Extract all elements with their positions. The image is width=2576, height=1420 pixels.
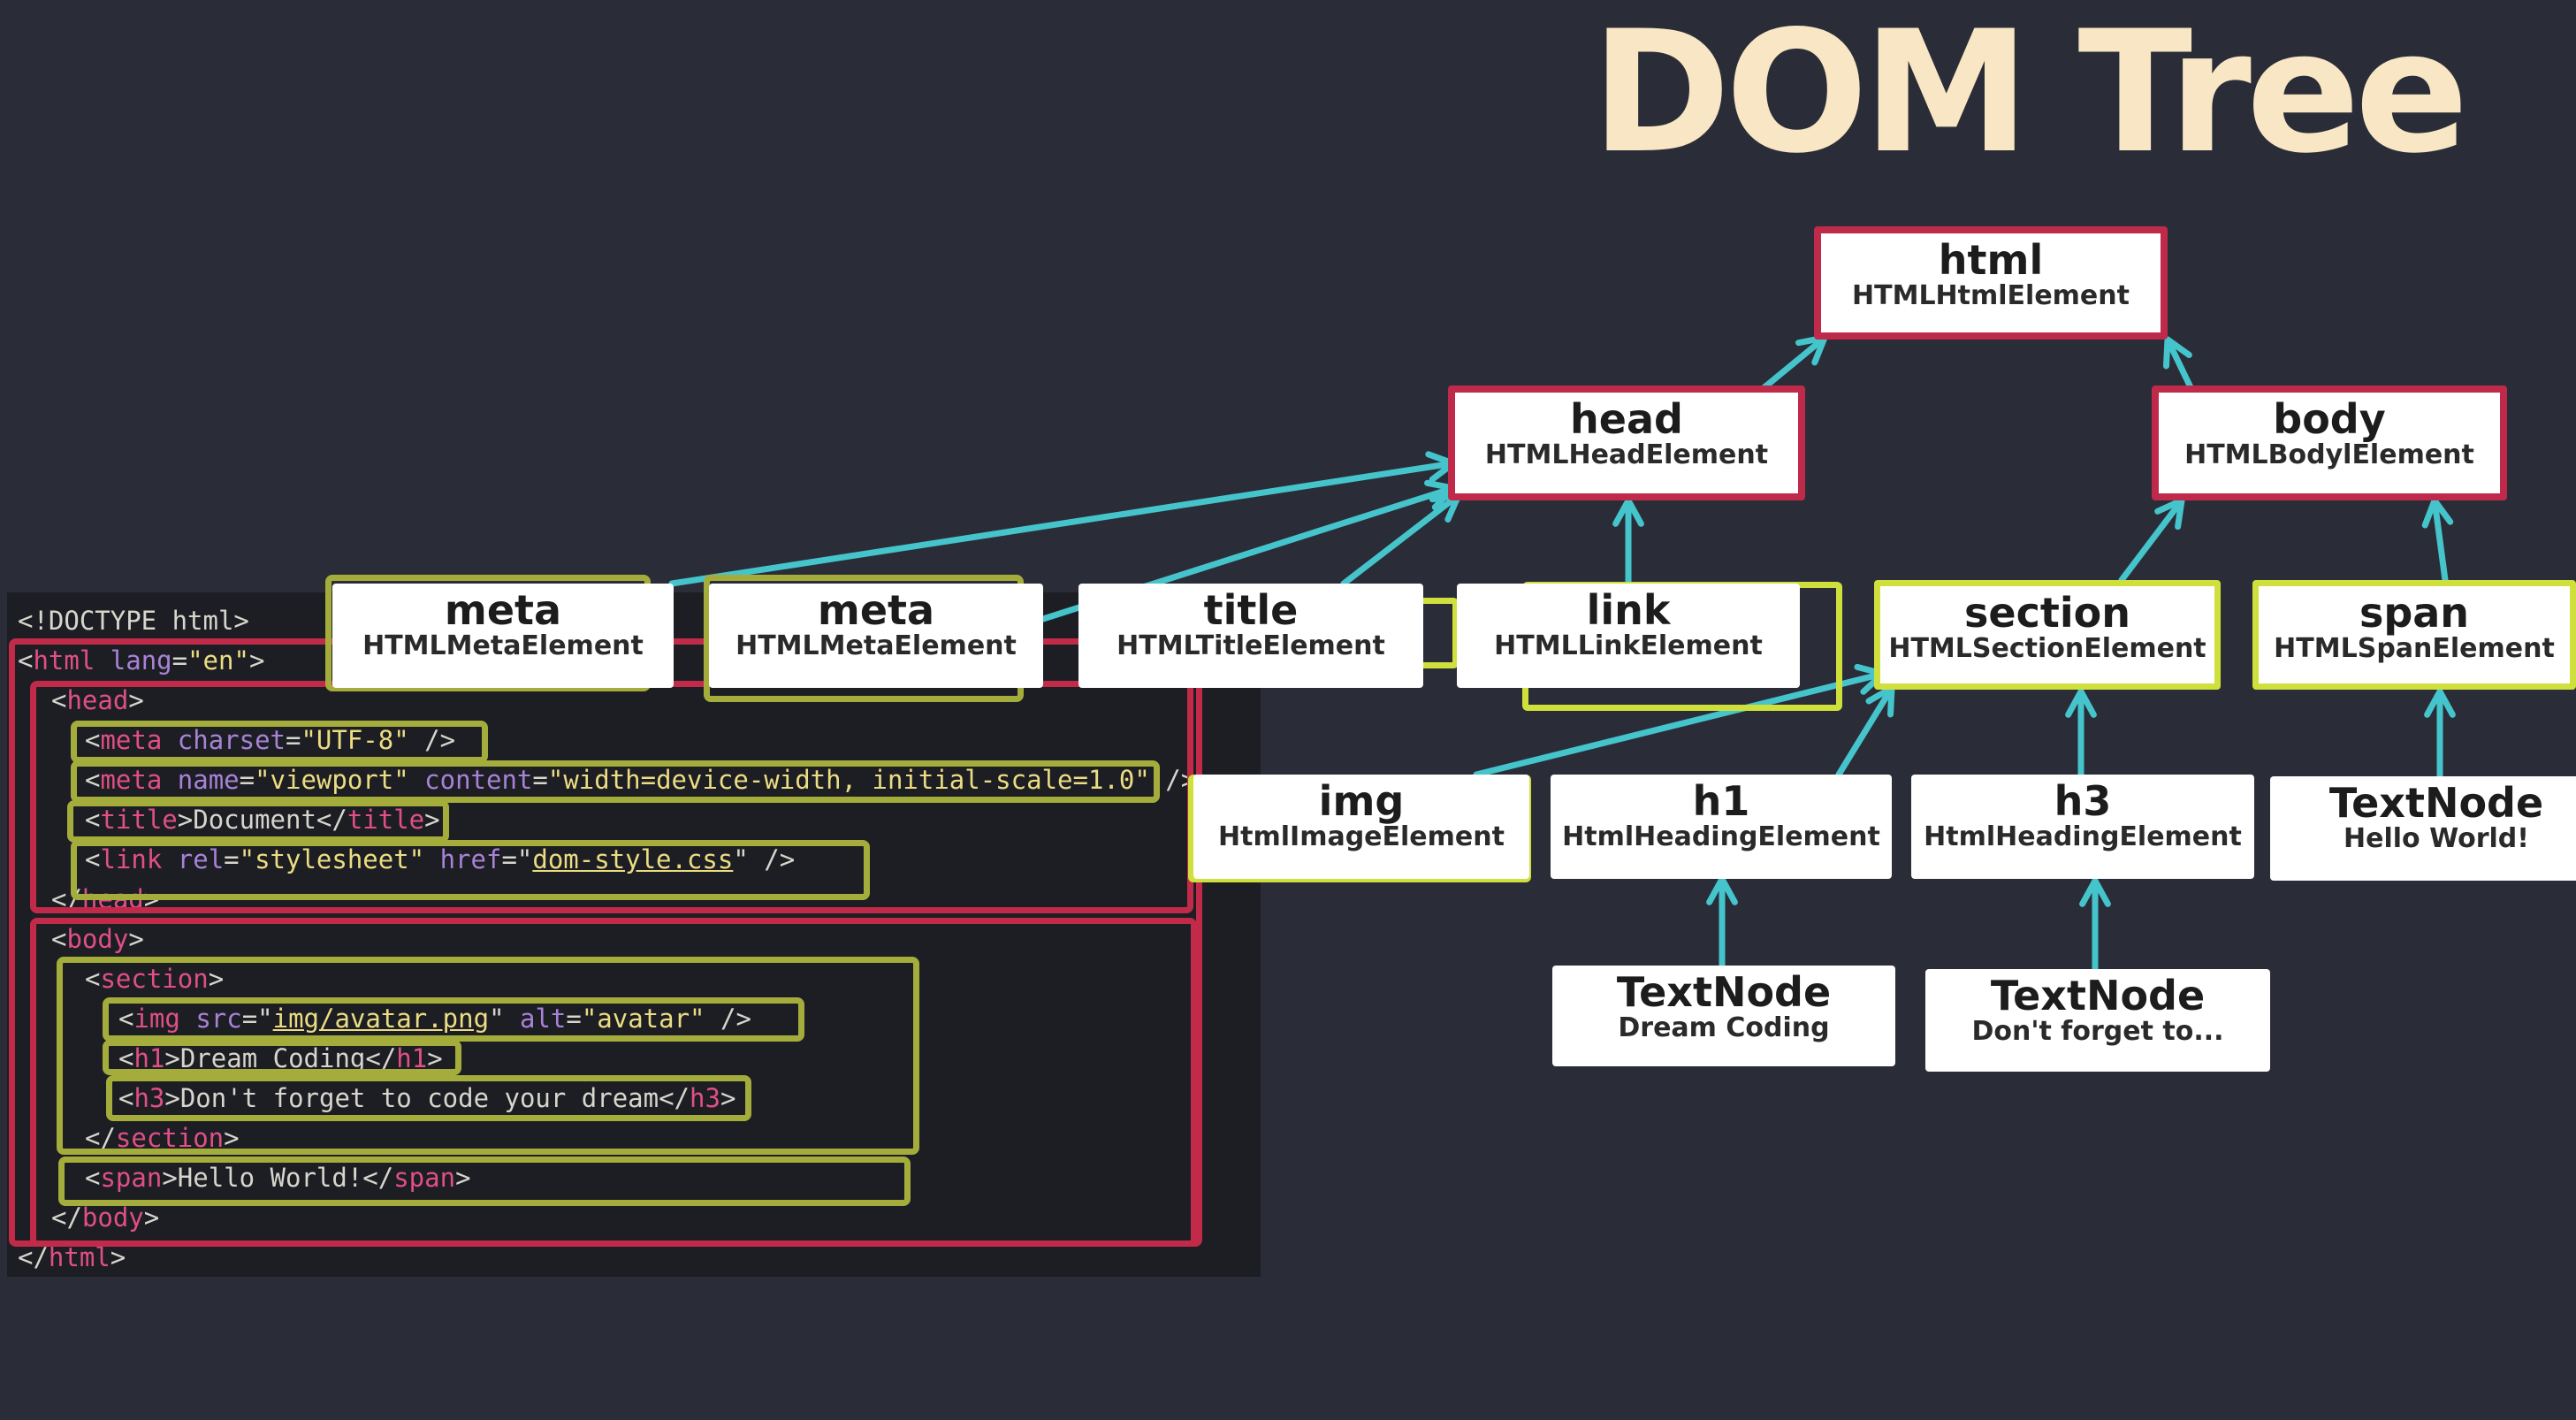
node-section-type: HTMLSectionElement: [1888, 633, 2206, 664]
node-body-type: HTMLBodylElement: [2184, 439, 2474, 470]
code-line: <head>: [51, 685, 144, 715]
node-h3: h3 HtmlHeadingElement: [1911, 775, 2254, 879]
node-textnode-h1-name: TextNode: [1616, 968, 1832, 1016]
arrow-meta1-to-head: [668, 451, 1457, 587]
code-line: <section>: [85, 964, 225, 994]
node-body-name: body: [2273, 395, 2386, 443]
node-html-name: html: [1938, 236, 2044, 284]
h3-tag-highlight: [106, 1075, 751, 1121]
node-title-name: title: [1203, 586, 1299, 634]
code-line: <link rel="stylesheet" href="dom-style.c…: [85, 844, 796, 874]
arrow-h3-to-section: [2065, 688, 2097, 778]
node-textnode-h3-name: TextNode: [1990, 972, 2206, 1019]
node-section: section HTMLSectionElement: [1874, 580, 2221, 690]
code-line: <html lang="en">: [18, 645, 265, 676]
node-img: img HtmlImageElement: [1193, 775, 1529, 879]
diagram-title: DOM Tree: [1591, 0, 2469, 190]
node-textnode-span-text: Hello World!: [2344, 823, 2529, 854]
meta-viewport-highlight: [71, 760, 1160, 803]
node-h1: h1 HtmlHeadingElement: [1551, 775, 1892, 879]
code-line: <meta charset="UTF-8" />: [85, 725, 456, 755]
arrow-textnode-to-h3: [2079, 877, 2111, 973]
node-section-name: section: [1964, 589, 2130, 637]
node-link: link HTMLLinkElement: [1457, 584, 1800, 688]
span-tag-highlight: [58, 1157, 911, 1206]
section-block-highlight: [57, 957, 919, 1155]
arrow-span-to-body: [2421, 497, 2454, 584]
code-line: <span>Hello World!</span>: [85, 1163, 471, 1193]
h1-tag-highlight: [103, 1040, 461, 1075]
node-img-type: HtmlImageElement: [1218, 821, 1505, 852]
code-panel: <!DOCTYPE html> <html lang="en"> <head> <me…: [7, 592, 1261, 1277]
node-html-type: HTMLHtmlElement: [1852, 280, 2130, 311]
node-textnode-h1: TextNode Dream Coding: [1552, 966, 1895, 1066]
meta-charset-highlight: [71, 721, 488, 763]
code-line: <h1>Dream Coding</h1>: [118, 1043, 443, 1073]
node-h3-name: h3: [2054, 777, 2112, 825]
node-link-name: link: [1586, 586, 1671, 634]
body-block-highlight: [30, 918, 1197, 1247]
node-meta-charset: meta HTMLMetaElement: [332, 584, 674, 688]
node-link-type: HTMLLinkElement: [1494, 630, 1763, 661]
node-meta-viewport-name: meta: [817, 586, 935, 634]
node-head-type: HTMLHeadElement: [1484, 439, 1769, 470]
arrow-title-to-head: [1340, 492, 1462, 587]
node-meta-viewport-type: HTMLMetaElement: [735, 630, 1017, 661]
node-h3-type: HtmlHeadingElement: [1924, 821, 2242, 852]
code-line: </body>: [51, 1202, 160, 1233]
arrow-body-to-html: [2162, 336, 2194, 391]
node-span: span HTMLSpanElement: [2252, 580, 2576, 690]
code-line: </section>: [85, 1123, 240, 1153]
code-line: <title>Document</title>: [85, 805, 440, 835]
code-line: <img src="img/avatar.png" alt="avatar" /…: [118, 1004, 751, 1034]
node-textnode-span-name: TextNode: [2328, 779, 2544, 827]
title-tag-highlight: [67, 800, 449, 843]
node-h1-name: h1: [1692, 777, 1750, 825]
arrow-h1-to-section: [1835, 684, 1895, 778]
code-line: <body>: [51, 924, 144, 954]
node-meta-viewport: meta HTMLMetaElement: [709, 584, 1043, 688]
node-title: title HTMLTitleElement: [1078, 584, 1423, 688]
node-body: body HTMLBodylElement: [2152, 386, 2507, 500]
code-line: <meta name="viewport" content="width=dev…: [85, 765, 1197, 795]
img-tag-highlight: [103, 997, 804, 1042]
node-title-type: HTMLTitleElement: [1117, 630, 1385, 661]
arrow-textnode-to-h1: [1706, 875, 1738, 969]
node-textnode-h3: TextNode Don't forget to...: [1925, 969, 2270, 1072]
arrow-link-to-head: [1612, 497, 1644, 585]
node-span-name: span: [2359, 589, 2470, 637]
node-span-type: HTMLSpanElement: [2274, 633, 2555, 664]
node-meta-charset-name: meta: [444, 586, 562, 634]
link-tag-highlight: [71, 840, 870, 900]
node-textnode-h1-text: Dream Coding: [1618, 1012, 1830, 1043]
node-h1-type: HtmlHeadingElement: [1562, 821, 1880, 852]
code-line: <!DOCTYPE html>: [18, 606, 249, 636]
node-html: html HTMLHtmlElement: [1814, 226, 2168, 340]
node-meta-charset-type: HTMLMetaElement: [362, 630, 644, 661]
arrow-textspan-to-span: [2424, 688, 2456, 780]
code-line: <h3>Don't forget to code your dream</h3>: [118, 1083, 736, 1113]
node-head-name: head: [1570, 395, 1683, 443]
arrow-section-to-body: [2118, 497, 2185, 584]
node-textnode-span: TextNode Hello World!: [2270, 776, 2576, 881]
code-line: </html>: [18, 1242, 126, 1272]
node-img-name: img: [1318, 777, 1405, 825]
arrow-head-to-html: [1761, 334, 1828, 391]
node-head: head HTMLHeadElement: [1448, 386, 1805, 500]
node-textnode-h3-text: Don't forget to...: [1971, 1016, 2224, 1047]
